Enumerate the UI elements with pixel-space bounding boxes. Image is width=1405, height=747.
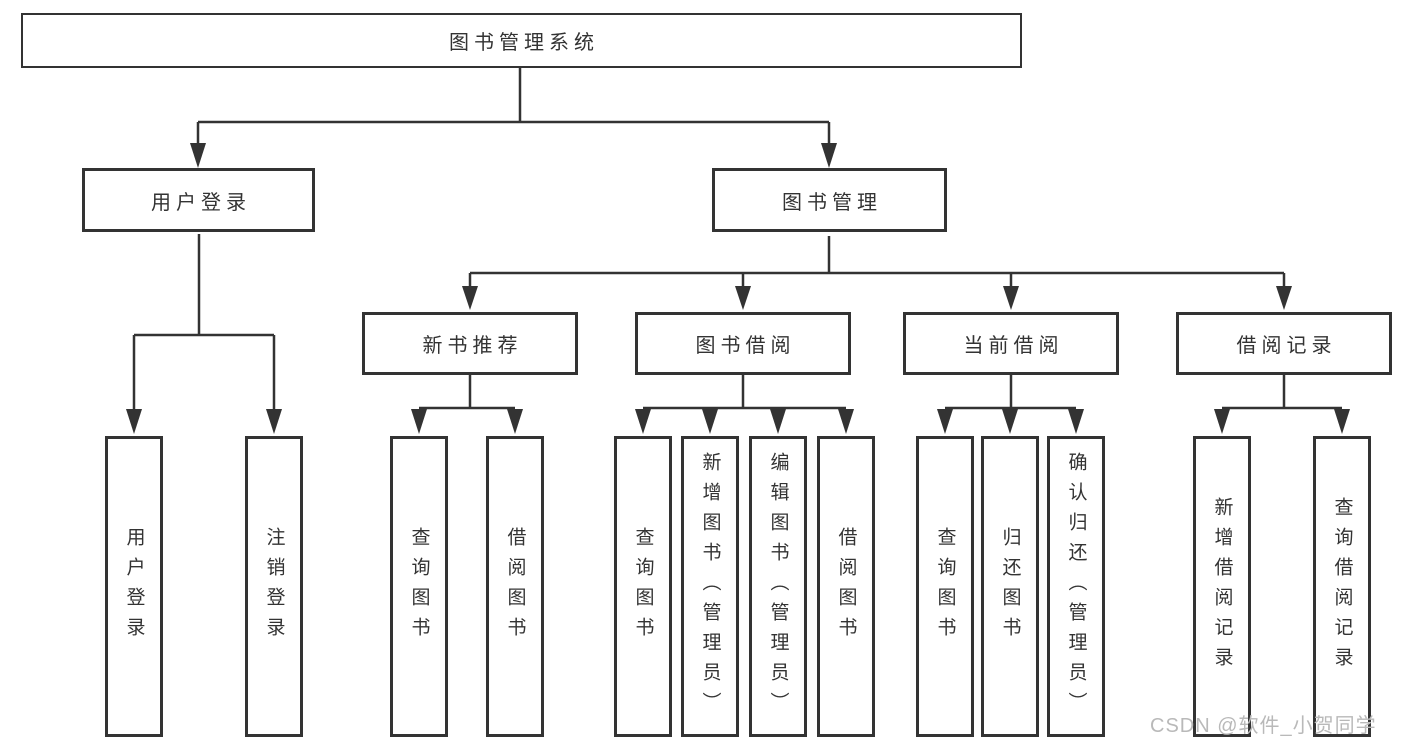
leaf-add-book-admin: 新增图书（管理员） (681, 436, 739, 737)
node-book-management: 图书管理 (712, 168, 947, 232)
watermark: CSDN @软件_小贺同学 (1150, 715, 1377, 737)
arrowheads (126, 143, 1350, 434)
node-borrow-records: 借阅记录 (1176, 312, 1392, 375)
node-book-borrow: 图书借阅 (635, 312, 851, 375)
leaf-edit-book-admin: 编辑图书（管理员） (749, 436, 807, 737)
leaf-query-books-current: 查询图书 (916, 436, 974, 737)
leaf-return-book: 归还图书 (981, 436, 1039, 737)
leaf-add-borrow-record: 新增借阅记录 (1193, 436, 1251, 737)
node-library-management-system: 图书管理系统 (21, 13, 1022, 68)
node-current-borrow: 当前借阅 (903, 312, 1119, 375)
leaf-query-books-borrow: 查询图书 (614, 436, 672, 737)
leaf-borrow-books: 借阅图书 (817, 436, 875, 737)
node-new-book-recommend: 新书推荐 (362, 312, 578, 375)
node-user-login: 用户登录 (82, 168, 315, 232)
leaf-borrow-books-recommend: 借阅图书 (486, 436, 544, 737)
leaf-logout: 注销登录 (245, 436, 303, 737)
leaf-user-login: 用户登录 (105, 436, 163, 737)
leaf-query-books-recommend: 查询图书 (390, 436, 448, 737)
leaf-confirm-return-admin: 确认归还（管理员） (1047, 436, 1105, 737)
leaf-query-borrow-record: 查询借阅记录 (1313, 436, 1371, 737)
